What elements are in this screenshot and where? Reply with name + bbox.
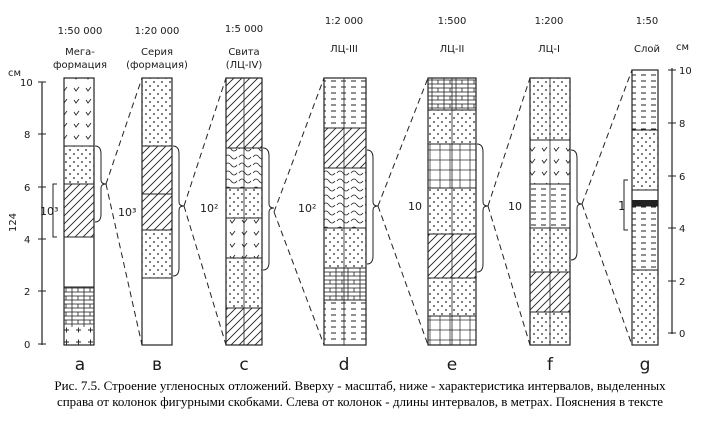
right-tick-4: 4 (679, 224, 685, 235)
title-b-1: Серия (141, 47, 173, 58)
interval-a: 10³ (40, 205, 58, 218)
column-d: 10² (298, 77, 379, 346)
scale-a: 1:50 000 (58, 26, 103, 37)
column-a: 10³ (40, 77, 107, 346)
right-scale: см 0 2 4 6 8 10 (668, 42, 692, 340)
left-axis-unit: см (8, 68, 21, 79)
scale-f: 1:200 (535, 16, 564, 27)
letter-f: f (547, 355, 554, 375)
title-f: ЛЦ-I (538, 44, 560, 55)
right-axis-unit: см (676, 42, 689, 53)
title-c-1: Свита (228, 47, 259, 58)
letter-g: g (640, 355, 651, 375)
right-tick-8: 8 (679, 119, 685, 130)
letter-d: d (339, 355, 350, 375)
left-tick-8: 8 (24, 130, 30, 141)
column-g: 1 (618, 69, 659, 346)
scale-b: 1:20 000 (135, 26, 180, 37)
scale-g: 1:50 (636, 16, 658, 27)
interval-c: 10² (200, 202, 218, 215)
column-letters: a в c d e f g (75, 355, 651, 375)
title-c-2: (ЛЦ-IV) (226, 60, 263, 71)
letter-e: e (447, 355, 457, 375)
right-tick-10: 10 (679, 66, 692, 77)
zoom-connectors (105, 69, 633, 346)
title-d: ЛЦ-III (330, 44, 358, 55)
title-a-2: формация (53, 60, 107, 71)
left-scale: см 0 2 4 6 8 10 124 (8, 68, 46, 351)
title-b-2: (формация) (126, 60, 188, 71)
scale-e: 1:500 (438, 16, 467, 27)
right-tick-0: 0 (679, 329, 685, 340)
figure-caption: Рис. 7.5. Строение угленосных отложений.… (54, 378, 666, 409)
interval-g: 1 (618, 199, 626, 213)
left-tick-2: 2 (24, 287, 30, 298)
letter-c: c (239, 355, 248, 375)
left-tick-4: 4 (24, 235, 30, 246)
title-e: ЛЦ-II (440, 44, 465, 55)
interval-e: 10 (408, 200, 422, 213)
interval-d: 10² (298, 202, 316, 215)
title-g: Слой (634, 44, 660, 55)
scale-c: 1:5 000 (225, 24, 263, 35)
interval-f: 10 (508, 200, 522, 213)
column-f: 10 (508, 77, 583, 346)
column-headers: 1:50 000 Мега- формация 1:20 000 Серия (… (53, 16, 660, 71)
left-tick-6: 6 (24, 183, 30, 194)
letter-b: в (152, 355, 162, 375)
column-c: 10² (200, 77, 275, 346)
left-tick-0: 0 (24, 340, 30, 351)
left-side-label: 124 (8, 213, 19, 232)
column-b: 10³ (118, 77, 185, 346)
title-a-1: Мега- (65, 47, 95, 58)
left-tick-10: 10 (20, 78, 33, 89)
letter-a: a (75, 355, 85, 375)
interval-b: 10³ (118, 206, 136, 219)
right-tick-2: 2 (679, 277, 685, 288)
scale-d: 1:2 000 (325, 16, 363, 27)
stratigraphic-columns-figure: см 0 2 4 6 8 10 124 1:50 000 Мега- форма… (8, 16, 692, 375)
right-tick-6: 6 (679, 172, 685, 183)
column-e: 10 (408, 77, 489, 346)
